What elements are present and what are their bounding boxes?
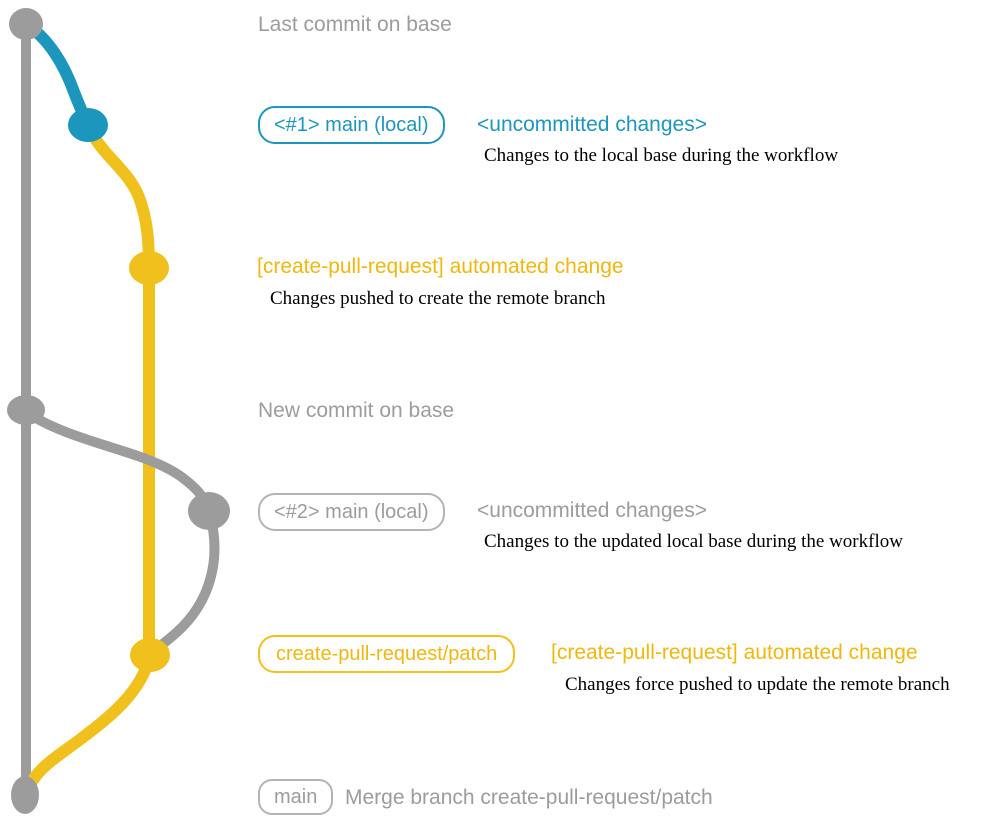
note-changes-force-pushed: Changes force pushed to update the remot… — [565, 674, 950, 695]
branch-badge-create-pull-request-patch: create-pull-request/patch — [258, 635, 516, 673]
commit-merge — [11, 776, 39, 814]
commit-patch-1 — [129, 251, 169, 285]
commit-local-main-2 — [188, 492, 230, 530]
branch-badge-main-local-2: <#2> main (local) — [258, 493, 445, 531]
rebase-edge — [145, 506, 220, 658]
commit-title-automated-change-2: [create-pull-request] automated change — [551, 641, 918, 664]
status-uncommitted-changes-1: <uncommitted changes> — [477, 113, 707, 136]
note-changes-pushed: Changes pushed to create the remote bran… — [270, 288, 606, 309]
commit-new-on-base — [7, 395, 45, 425]
commit-last-on-base — [9, 8, 43, 40]
note-local-changes-1: Changes to the local base during the wor… — [484, 145, 839, 166]
local-main-edge-1 — [20, 18, 94, 131]
label-new-commit-on-base: New commit on base — [258, 399, 455, 422]
local-main-edge-2 — [21, 407, 214, 516]
merge-edge — [20, 649, 156, 802]
note-local-changes-2: Changes to the updated local base during… — [484, 531, 903, 552]
branch-badge-main: main — [258, 779, 334, 815]
merge-commit-text: Merge branch create-pull-request/patch — [345, 786, 713, 809]
label-last-commit-on-base: Last commit on base — [258, 13, 452, 36]
commit-local-main-1 — [68, 108, 108, 142]
status-uncommitted-changes-2: <uncommitted changes> — [477, 499, 707, 522]
commit-title-automated-change-1: [create-pull-request] automated change — [257, 255, 624, 278]
patch-branch-edge-1 — [82, 119, 155, 274]
branch-badge-main-local-1: <#1> main (local) — [258, 106, 445, 144]
commit-patch-2 — [130, 638, 170, 672]
